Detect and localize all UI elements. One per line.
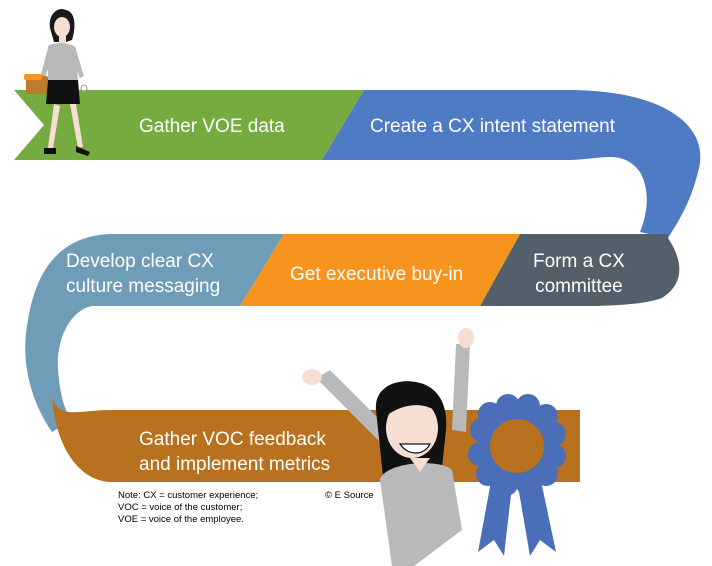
step-6-band [52, 398, 580, 482]
step-4-band [240, 234, 520, 306]
step-3-label: Form a CX committee [533, 249, 625, 299]
step-2-band [322, 90, 572, 160]
step-5-label-line-2: culture messaging [66, 276, 221, 297]
step-5-band [25, 234, 285, 432]
step-3-label-line-1: Form a CX [533, 251, 625, 272]
award-ribbon-icon [468, 394, 566, 556]
step-1-band [14, 90, 364, 160]
step-1-label: Gather VOE data [139, 116, 285, 137]
cheering-woman-icon [302, 328, 474, 566]
step-6-label-line-1: Gather VOC feedback [139, 429, 326, 450]
step-4-label: Get executive buy-in [290, 264, 464, 285]
step-3-label-line-2: committee [535, 276, 623, 297]
note-line-1: Note: CX = customer experience; [118, 490, 259, 501]
blue-curve [568, 90, 701, 238]
note-line-3: VOE = voice of the employee. [118, 514, 244, 525]
step-5-label: Develop clear CX culture messaging [66, 249, 220, 299]
copyright-text: © E Source [325, 490, 374, 501]
step-5-label-line-1: Develop clear CX [66, 251, 214, 272]
slate-curve [580, 234, 680, 306]
step-6-label: Gather VOC feedback and implement metric… [139, 427, 330, 477]
step-6-label-line-2: and implement metrics [139, 454, 331, 475]
definitions-note: Note: CX = customer experience; VOC = vo… [118, 490, 258, 526]
walking-businesswoman-icon [24, 8, 90, 156]
step-2-label: Create a CX intent statement [370, 116, 616, 137]
note-line-2: VOC = voice of the customer; [118, 502, 243, 513]
